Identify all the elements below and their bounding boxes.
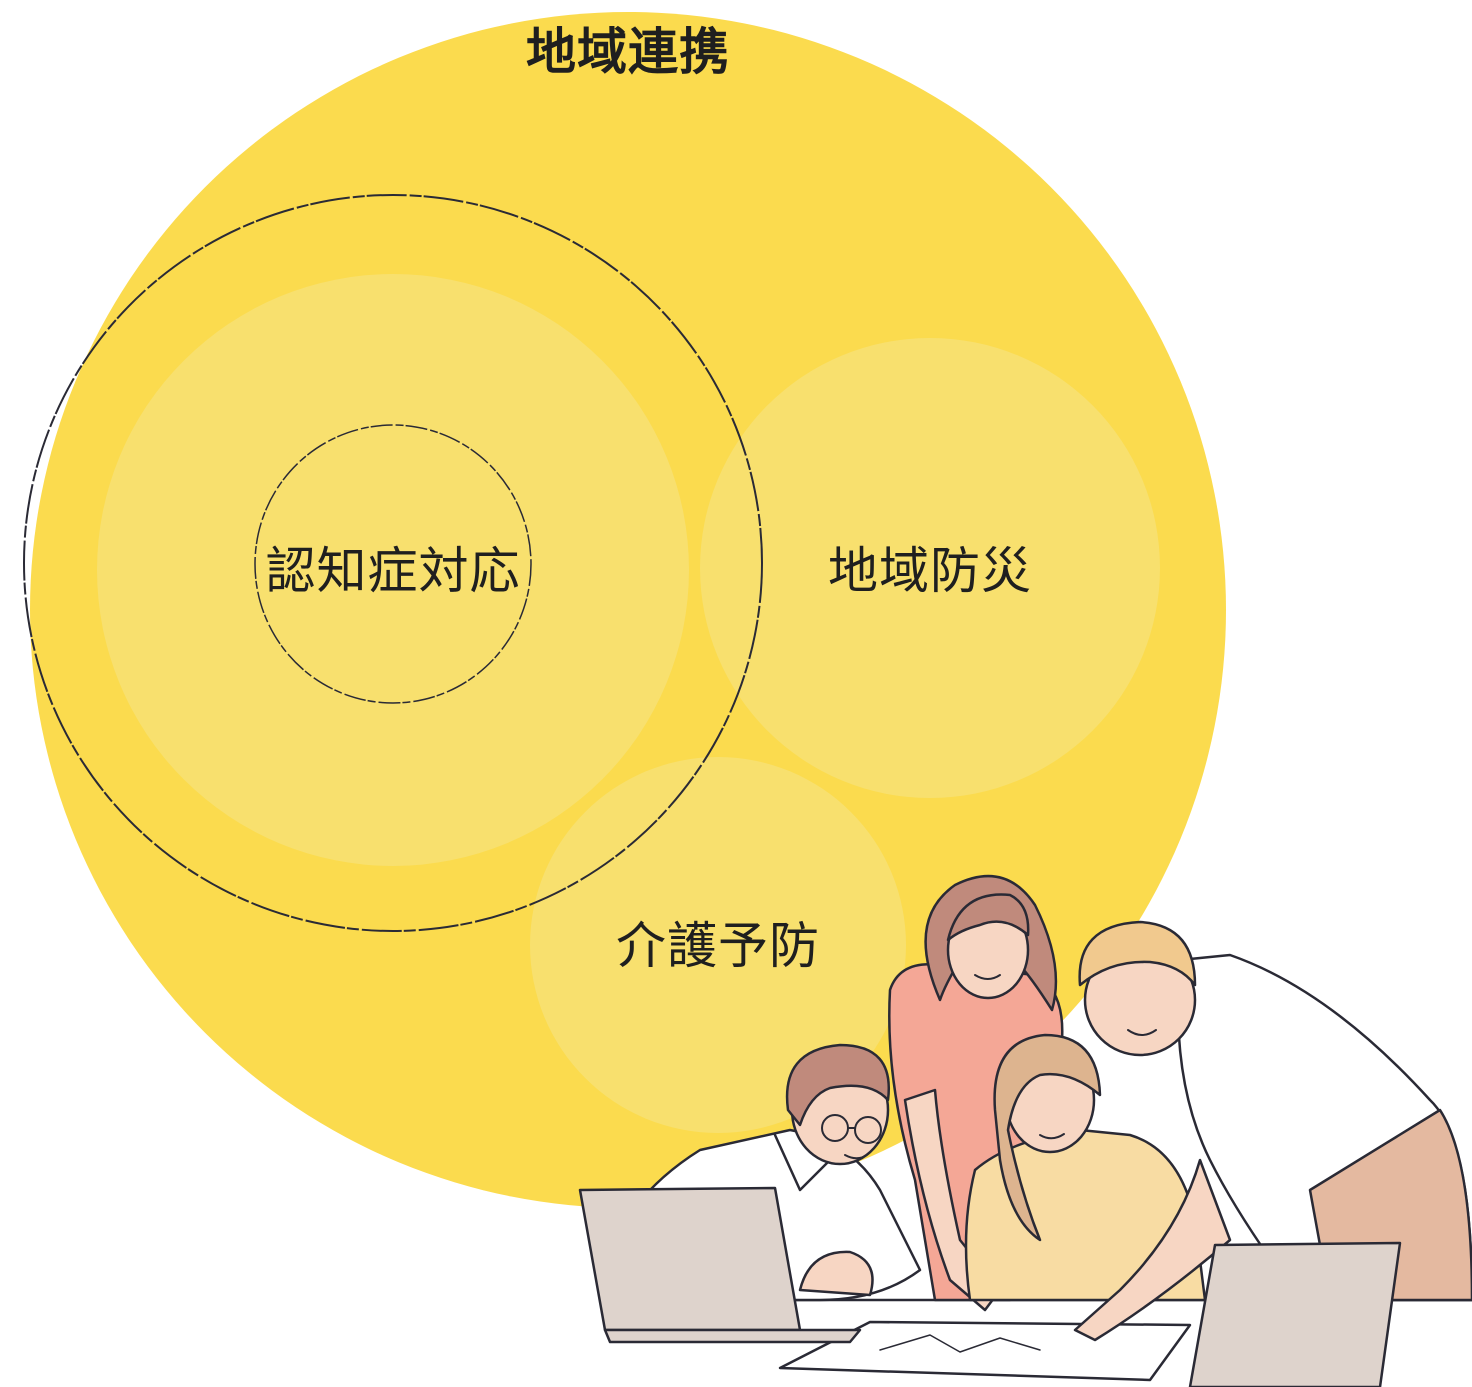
woman-pink-fringe: [946, 893, 1030, 942]
man-left-smile: [844, 1153, 869, 1160]
dementia-circle-label: 認知症対応: [265, 542, 521, 600]
laptop-left-base: [603, 1328, 862, 1344]
man-left-hand: [798, 1250, 874, 1297]
woman-yellow-smile: [1039, 1133, 1065, 1140]
disaster-circle: [700, 338, 1160, 798]
man-right-smile: [1127, 1029, 1157, 1036]
man-left-collar: [773, 1133, 832, 1192]
disaster-circle-label: 地域防災: [828, 542, 1032, 600]
woman-yellow-hair: [993, 1033, 1102, 1242]
man-right-arm: [1073, 1158, 1232, 1342]
woman-pink-smile: [974, 974, 1001, 980]
dementia-outer-ring: [23, 194, 763, 932]
outer-circle-label: 地域連携: [526, 23, 730, 81]
glasses-right-lens: [854, 1116, 882, 1144]
paper-graph: [879, 1334, 1041, 1353]
dementia-inner-ring: [254, 424, 532, 704]
laptop-right-screen: [1188, 1241, 1402, 1387]
dementia-circle: [97, 274, 689, 866]
laptop-left-screen: [578, 1186, 802, 1332]
people-collaborating-icon: [578, 874, 1472, 1387]
man-right-hair: [1078, 920, 1197, 987]
care-circle-label: 介護予防: [616, 917, 820, 975]
man-left-hair: [785, 1043, 891, 1127]
